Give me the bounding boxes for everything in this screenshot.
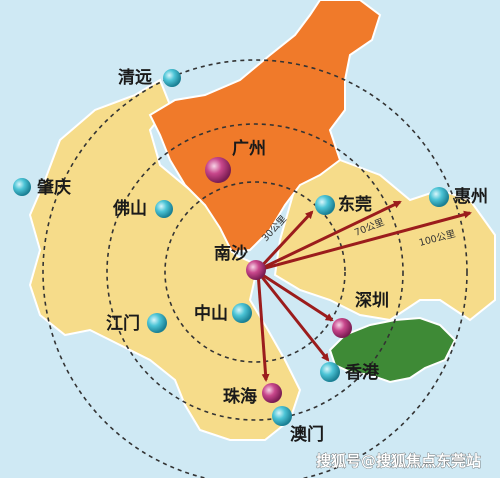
nansha-label: 南沙: [214, 243, 248, 264]
shenzhen-marker[interactable]: [332, 318, 352, 338]
foshan-label: 佛山: [112, 198, 147, 219]
hongkong-label: 香港: [345, 362, 380, 383]
zhaoqing-marker[interactable]: [13, 178, 31, 196]
macau-label: 澳门: [290, 424, 324, 445]
zhongshan-marker[interactable]: [232, 303, 252, 323]
foshan-marker[interactable]: [155, 200, 173, 218]
arrow-to-70km: [257, 200, 402, 272]
arrow-to-dongguan: [256, 210, 314, 272]
zhaoqing-label: 肇庆: [37, 177, 71, 198]
jiangmen-label: 江门: [106, 313, 140, 334]
jiangmen-marker[interactable]: [147, 313, 167, 333]
dongguan-marker[interactable]: [315, 195, 335, 215]
hongkong-marker[interactable]: [320, 362, 340, 382]
arrow-to-shenzhen: [257, 270, 334, 322]
arrow-to-huizhou: [257, 210, 472, 272]
arrow-to-zhuhai: [256, 271, 270, 382]
huizhou-marker[interactable]: [429, 187, 449, 207]
arrows: [256, 200, 472, 382]
arrow-to-hongkong: [256, 271, 330, 362]
qingyuan-marker[interactable]: [163, 69, 181, 87]
shenzhen-label: 深圳: [355, 290, 389, 311]
guangzhou-label: 广州: [232, 138, 266, 159]
ring-30km: [164, 181, 346, 363]
city-markers: [13, 69, 449, 426]
ring-100km: [42, 59, 468, 478]
dongguan-label: 东莞: [338, 194, 372, 215]
city-labels: 清远 广州 肇庆 佛山 东莞 惠州 南沙 江门 中山 深圳 香港 珠海 澳门: [37, 67, 488, 445]
huizhou-label: 惠州: [454, 186, 488, 207]
watermark: 搜狐号@搜狐焦点东莞站: [316, 452, 481, 470]
zhuhai-label: 珠海: [223, 386, 257, 407]
nansha-marker[interactable]: [246, 260, 266, 280]
guangzhou-region: [148, 0, 382, 254]
macau-marker[interactable]: [272, 406, 292, 426]
distance-rings: [42, 59, 468, 478]
guangzhou-marker[interactable]: [205, 157, 231, 183]
hongkong-region: [328, 316, 457, 384]
ring-70km: [106, 123, 404, 421]
zhongshan-label: 中山: [194, 303, 228, 324]
zhuhai-marker[interactable]: [262, 383, 282, 403]
qingyuan-label: 清远: [118, 67, 152, 88]
